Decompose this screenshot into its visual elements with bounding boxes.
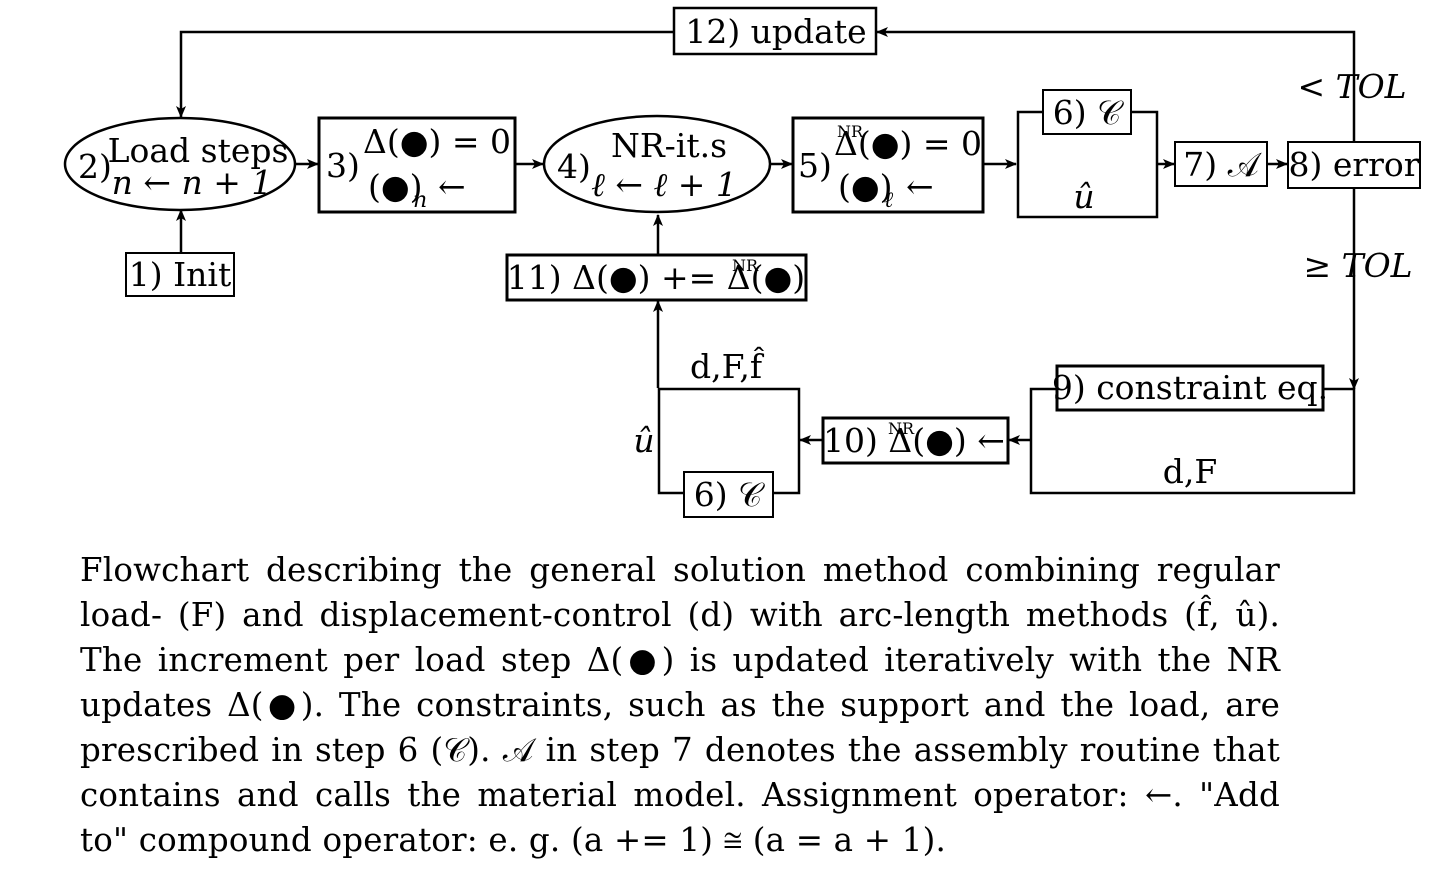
node-5-bottom-arrow: ←	[906, 167, 934, 206]
node-load-steps-increment: n ← n + 1	[112, 163, 273, 202]
node-5-bottom-main: (●)	[838, 167, 893, 206]
node-6-top-label: 6) 𝒞	[1053, 93, 1124, 132]
node-nr-iterations: 4) NR-it.s ℓ ← ℓ + 1	[542, 114, 772, 214]
node-3-bottom-main: (●)	[368, 167, 423, 206]
edge-update-to-loadsteps	[176, 30, 673, 118]
flowchart: 1) Init 2) Load steps n ← n + 1 3) Δ(●) …	[63, 6, 1421, 518]
node-load-steps-number: 2)	[78, 147, 112, 186]
node-nr-title: NR-it.s	[611, 126, 727, 165]
node-10-nr-update: 10) Δ(●) ← NR	[821, 416, 1010, 465]
node-6-bottom-u-hat: û	[633, 421, 654, 460]
edges	[176, 27, 1359, 445]
node-init-label: 1) Init	[129, 255, 231, 294]
node-3-number: 3)	[326, 146, 360, 185]
node-8-error: 8) error	[1287, 141, 1421, 189]
node-3-bottom-arrow: ←	[438, 167, 466, 206]
node-7-label: 7) 𝒜	[1183, 145, 1262, 184]
node-11-label: 11) Δ(●) += Δ(●)	[507, 258, 805, 297]
node-3-top: Δ(●) = 0	[363, 122, 511, 161]
node-6-top-u-hat: û	[1073, 177, 1094, 216]
node-5-bottom-sub: ℓ	[884, 188, 894, 213]
node-9-constraint: 9) constraint eq.	[1029, 364, 1356, 495]
node-12-label: 12) update	[685, 12, 866, 51]
node-8-label: 8) error	[1288, 145, 1419, 184]
node-11-sup: NR	[732, 256, 759, 275]
edge-label-greater-equal-tol: ≥ TOL	[1303, 246, 1412, 285]
edge-label-less-than-tol: < TOL	[1297, 67, 1406, 106]
node-5-top-sup: NR	[837, 122, 864, 141]
node-12-update: 12) update	[672, 6, 878, 56]
node-6-bottom-dff-label: d,F,f̂	[690, 345, 765, 386]
node-10-sup: NR	[888, 419, 915, 438]
figure-caption: Flowchart describing the general solutio…	[80, 548, 1280, 863]
caption-text: Flowchart describing the general solutio…	[80, 551, 1280, 859]
node-6-constraints-top: 6) 𝒞 û	[1016, 89, 1159, 219]
node-init: 1) Init	[125, 252, 235, 297]
node-nr-increment: ℓ ← ℓ + 1	[591, 165, 737, 204]
node-10-label: 10) Δ(●) ←	[823, 421, 1005, 460]
node-9-label: 9) constraint eq.	[1052, 368, 1328, 407]
node-3-bottom-sub: n	[413, 188, 427, 213]
node-nr-number: 4)	[557, 147, 591, 186]
edge-label-d-f: d,F	[1163, 452, 1218, 491]
node-7-assembly: 7) 𝒜	[1174, 141, 1268, 187]
node-3-reset: 3) Δ(●) = 0 (●) n ←	[317, 116, 517, 214]
node-6-constraints-bottom: 6) 𝒞 û d,F,f̂	[633, 345, 801, 518]
node-load-steps-title: Load steps	[108, 131, 289, 170]
edge-error-to-update	[876, 27, 1356, 142]
node-5-top: Δ(●) = 0	[834, 124, 982, 163]
node-11-add: 11) Δ(●) += Δ(●) NR	[505, 253, 808, 302]
node-load-steps: 2) Load steps n ← n + 1	[63, 116, 297, 212]
node-5-reset: 5) NR Δ(●) = 0 (●) ℓ ←	[791, 116, 985, 214]
node-6-bottom-label: 6) 𝒞	[694, 475, 765, 514]
node-5-number: 5)	[798, 146, 832, 185]
